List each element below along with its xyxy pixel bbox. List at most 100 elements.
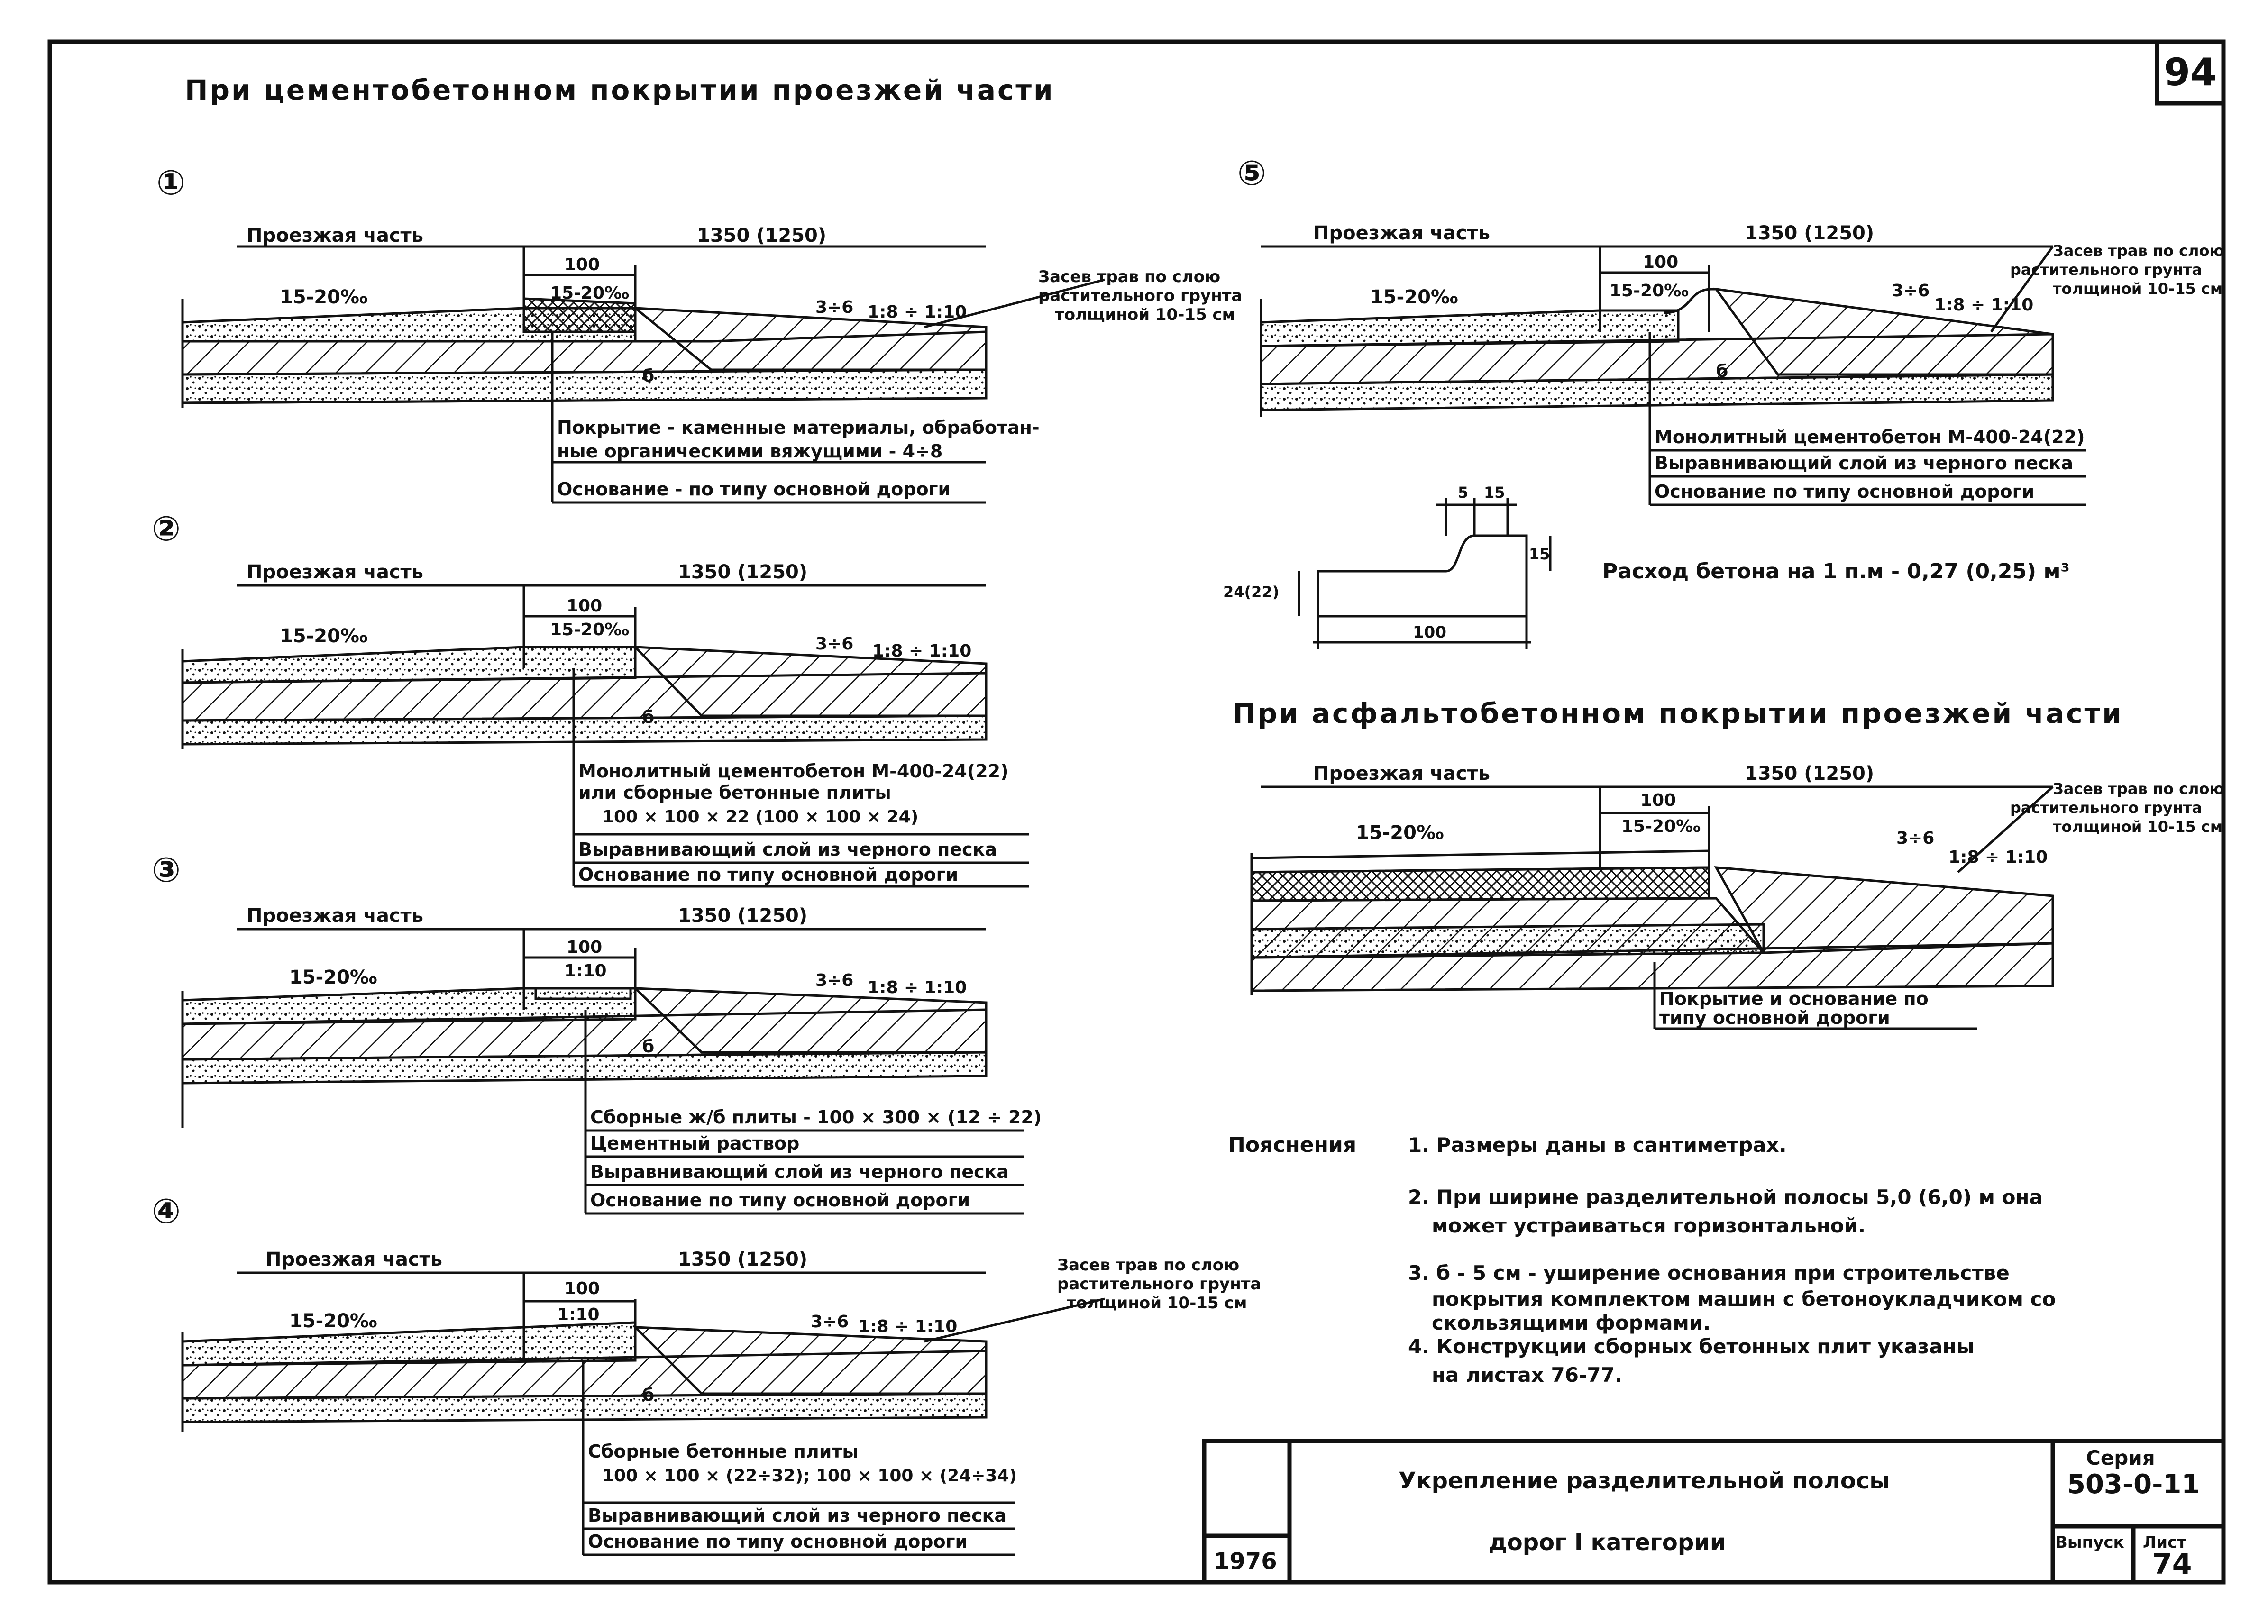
- sheet-number: 94: [2164, 50, 2216, 94]
- detail-1-grass-2: растительного грунта: [1038, 286, 1242, 305]
- notes-heading: Пояснения: [1228, 1133, 1356, 1157]
- detail-5: ⑤ Проезжая часть 1350 (1250) 100 15-20‰ …: [1237, 153, 2224, 506]
- detail-5-width: 1350 (1250): [1745, 222, 1874, 244]
- note-3b: покрытия комплектом машин с бетоноукладч…: [1432, 1287, 2056, 1311]
- detail-3-strip: 100: [567, 938, 602, 957]
- detail-2-slope-strip: 15-20‰: [550, 620, 629, 639]
- detail-2-layer-4: Выравнивающий слой из черного песка: [578, 839, 997, 860]
- detail-3-slope: 1:8 ÷ 1:10: [868, 978, 967, 997]
- detail-4-width: 1350 (1250): [678, 1249, 807, 1270]
- detail-1-slope: 1:8 ÷ 1:10: [868, 302, 967, 322]
- year: 1976: [1214, 1548, 1277, 1575]
- detail-4-slope: 1:8 ÷ 1:10: [858, 1317, 957, 1336]
- detail-2-layer-2: или сборные бетонные плиты: [578, 782, 891, 803]
- profile-consumption: Расход бетона на 1 п.м - 0,27 (0,25) м³: [1602, 559, 2070, 584]
- profile-dim-5: 5: [1458, 484, 1468, 502]
- asphalt-grass-2: растительного грунта: [2010, 799, 2202, 817]
- title-2: дорог I категории: [1489, 1529, 1726, 1556]
- asphalt-grass-1: Засев трав по слою: [2053, 780, 2224, 798]
- detail-2-number: ②: [152, 509, 181, 548]
- detail-3-number: ③: [152, 850, 181, 890]
- series-value: 503-0-11: [2067, 1469, 2200, 1500]
- detail-4-carriageway: Проезжая часть: [265, 1249, 442, 1270]
- detail-2: ② Проезжая часть 1350 (1250) 100 15-20‰ …: [152, 509, 1029, 888]
- note-2: 2. При ширине разделительной полосы 5,0 …: [1408, 1186, 2043, 1209]
- detail-5-carriageway: Проезжая часть: [1313, 222, 1490, 244]
- series-label: Серия: [2086, 1446, 2155, 1469]
- detail-3-layer-1: Сборные ж/б плиты - 100 × 300 × (12 ÷ 22…: [590, 1107, 1042, 1128]
- detail-2-drop: 3÷6: [815, 634, 853, 654]
- detail-4-strip: 100: [564, 1279, 600, 1298]
- detail-1-layer-3: Основание - по типу основной дороги: [557, 479, 951, 500]
- main-title: При цементобетонном покрытии проезжей ча…: [185, 74, 1055, 106]
- detail-3-layer-3: Выравнивающий слой из черного песка: [590, 1161, 1009, 1182]
- detail-4-grass-2: растительного грунта: [1057, 1275, 1261, 1294]
- detail-5-b: б: [1716, 362, 1728, 381]
- detail-2-width: 1350 (1250): [678, 561, 807, 583]
- detail-4-layer-1: Сборные бетонные плиты: [588, 1441, 859, 1462]
- asphalt-carriageway: Проезжая часть: [1313, 763, 1490, 785]
- detail-3-b: б: [642, 1037, 654, 1057]
- title-block: Укрепление разделительной полосы дорог I…: [1202, 1439, 2226, 1585]
- sheet-label: Лист: [2143, 1533, 2186, 1552]
- note-4b: на листах 76-77.: [1432, 1363, 1622, 1387]
- detail-3-slope-pct: 15-20‰: [289, 967, 377, 988]
- detail-4-drop: 3÷6: [811, 1312, 849, 1332]
- sheet-number-box: [2155, 39, 2226, 106]
- notes: Пояснения 1. Размеры даны в сантиметрах.…: [1228, 1133, 2056, 1387]
- detail-4-grass-1: Засев трав по слою: [1057, 1256, 1239, 1275]
- detail-5-drop: 3÷6: [1892, 281, 1930, 301]
- detail-1-strip: 100: [564, 255, 600, 274]
- asphalt-grass-3: толщиной 10-15 см: [2053, 818, 2222, 836]
- detail-1-number: ①: [156, 163, 185, 202]
- profile-dim-100: 100: [1413, 623, 1446, 642]
- detail-2-carriageway: Проезжая часть: [247, 561, 423, 583]
- note-3c: скользящими формами.: [1432, 1311, 1710, 1334]
- detail-1-carriageway: Проезжая часть: [247, 225, 423, 246]
- detail-5-slope-strip: 15-20‰: [1610, 281, 1689, 301]
- detail-1-layer-1: Покрытие - каменные материалы, обработан…: [557, 417, 1040, 438]
- note-1: 1. Размеры даны в сантиметрах.: [1408, 1133, 1787, 1157]
- sheet-value: 74: [2152, 1548, 2192, 1581]
- detail-5-slope: 1:8 ÷ 1:10: [1934, 295, 2033, 315]
- profile-dim-24: 24(22): [1223, 583, 1279, 601]
- curb-profile: 5 15 15 24(22) 100 Расход бетона на 1 п.…: [1223, 484, 2070, 649]
- profile-dim-15b: 15: [1529, 545, 1550, 563]
- asphalt-layer-2: типу основной дороги: [1659, 1007, 1890, 1028]
- note-3: 3. б - 5 см - уширение основания при стр…: [1408, 1261, 2010, 1285]
- detail-5-strip: 100: [1643, 253, 1678, 272]
- note-2b: может устраиваться горизонтальной.: [1432, 1214, 1866, 1237]
- detail-4-number: ④: [152, 1191, 181, 1231]
- detail-1-drop: 3÷6: [815, 298, 853, 317]
- profile-dim-15a: 15: [1484, 484, 1505, 502]
- detail-2-b: б: [642, 708, 654, 727]
- detail-4-mini-slope: 1:10: [557, 1305, 600, 1324]
- asphalt-drop: 3÷6: [1896, 829, 1934, 848]
- detail-3-carriageway: Проезжая часть: [247, 905, 423, 927]
- detail-5-layer-1: Монолитный цементобетон М-400-24(22): [1655, 427, 2085, 447]
- detail-3-drop: 3÷6: [815, 971, 853, 990]
- detail-1-grass-1: Засев трав по слою: [1038, 267, 1220, 286]
- detail-2-layer-5: Основание по типу основной дороги: [578, 864, 958, 885]
- detail-4-layer-3: Выравнивающий слой из черного песка: [588, 1505, 1006, 1526]
- detail-1-slope-pct: 15-20‰: [280, 286, 368, 308]
- title-1: Укрепление разделительной полосы: [1399, 1468, 1890, 1494]
- note-4: 4. Конструкции сборных бетонных плит ука…: [1408, 1335, 1975, 1358]
- detail-4-grass-3: толщиной 10-15 см: [1067, 1294, 1247, 1313]
- detail-3: ③ Проезжая часть 1350 (1250) 100 1:10 15…: [152, 850, 1042, 1215]
- detail-3-width: 1350 (1250): [678, 905, 807, 927]
- detail-5-layer-3: Основание по типу основной дороги: [1655, 481, 2034, 502]
- detail-4-slope-pct: 15-20‰: [289, 1310, 377, 1332]
- issue-label: Выпуск: [2055, 1533, 2124, 1552]
- detail-5-layer-2: Выравнивающий слой из черного песка: [1655, 453, 2073, 474]
- asphalt-layer-1: Покрытие и основание по: [1659, 988, 1929, 1009]
- asphalt-slope-pct: 15-20‰: [1356, 822, 1444, 844]
- detail-3-layer-4: Основание по типу основной дороги: [590, 1190, 970, 1211]
- detail-2-slope-pct: 15-20‰: [280, 625, 368, 647]
- detail-4-layer-4: Основание по типу основной дороги: [588, 1531, 968, 1552]
- detail-1-b: б: [642, 366, 654, 386]
- detail-1-grass-3: толщиной 10-15 см: [1055, 305, 1235, 324]
- detail-2-layer-3: 100 × 100 × 22 (100 × 100 × 24): [602, 807, 918, 827]
- detail-5-slope-pct: 15-20‰: [1370, 286, 1458, 308]
